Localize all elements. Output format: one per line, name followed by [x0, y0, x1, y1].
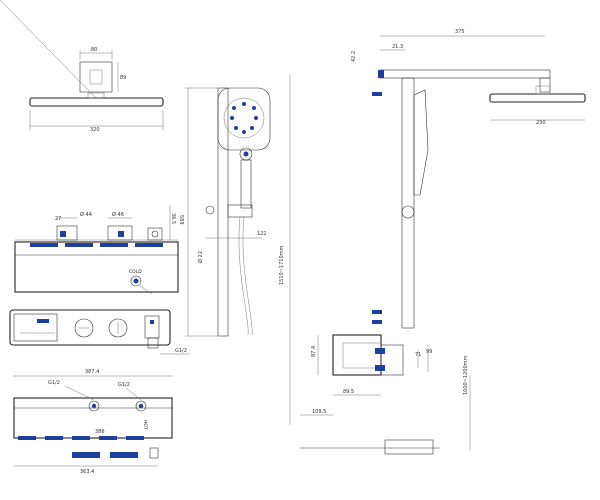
bottom-inner-dim: 386: [95, 429, 105, 435]
arm-length-dim: 375: [455, 29, 465, 35]
dim-21-3: 21.3: [392, 44, 403, 50]
top-height-dim: 89: [120, 75, 126, 81]
rail-width-dim: 122: [257, 231, 267, 237]
rail-diameter-dim: Ø 22: [197, 251, 204, 263]
hot-label: HOT: [142, 420, 148, 430]
mounting-height-dim: 1510~1710mm: [279, 245, 285, 285]
side-elevation: 375 21.3 42.2 230 1510~1710mm 87.4 99 71…: [279, 29, 586, 455]
dim-diameter-44: Ø 44: [80, 211, 92, 218]
dim-36-5: 36.5: [170, 213, 176, 224]
valve-height-dim: 1000~1200mm: [463, 355, 469, 395]
dim-109-5: 109.5: [312, 409, 326, 415]
cold-label: COLD: [129, 269, 142, 275]
bottom-right-thread: G1/2: [118, 382, 130, 388]
box-inner-dim: 71: [415, 352, 421, 358]
thermostat-top-view: G1/2: [9, 309, 190, 355]
top-width-dim: 80: [91, 47, 97, 53]
thermostat-bottom-view: 387.4 G1/2 G1/2 HOT 386 363.4: [13, 369, 173, 475]
box-height-dim: 99: [426, 349, 432, 355]
dim-diameter-46: Ø 46: [112, 211, 124, 218]
top-view-outlet-dim: G1/2: [175, 348, 187, 354]
dim-42-2: 42.2: [351, 51, 357, 62]
rail-length-dim: 589: [178, 215, 184, 225]
bottom-left-thread: G1/2: [48, 380, 60, 386]
dim-363-4: 363.4: [80, 469, 94, 475]
head-width-dim: 320: [90, 127, 100, 133]
rain-head-plan-view: 80 89 320: [0, 0, 164, 133]
dim-387-4: 387.4: [85, 369, 99, 375]
box-depth-dim: 87.4: [311, 346, 317, 357]
dim-27: 27: [55, 216, 61, 222]
dim-89-5: 89.5: [343, 389, 354, 395]
head-diameter-dim: 230: [536, 120, 546, 126]
thermostat-front-view: 27 Ø 44 Ø 46 36.5 COLD: [14, 205, 179, 295]
slide-rail-assembly: 589 122 Ø 22: [178, 87, 271, 337]
